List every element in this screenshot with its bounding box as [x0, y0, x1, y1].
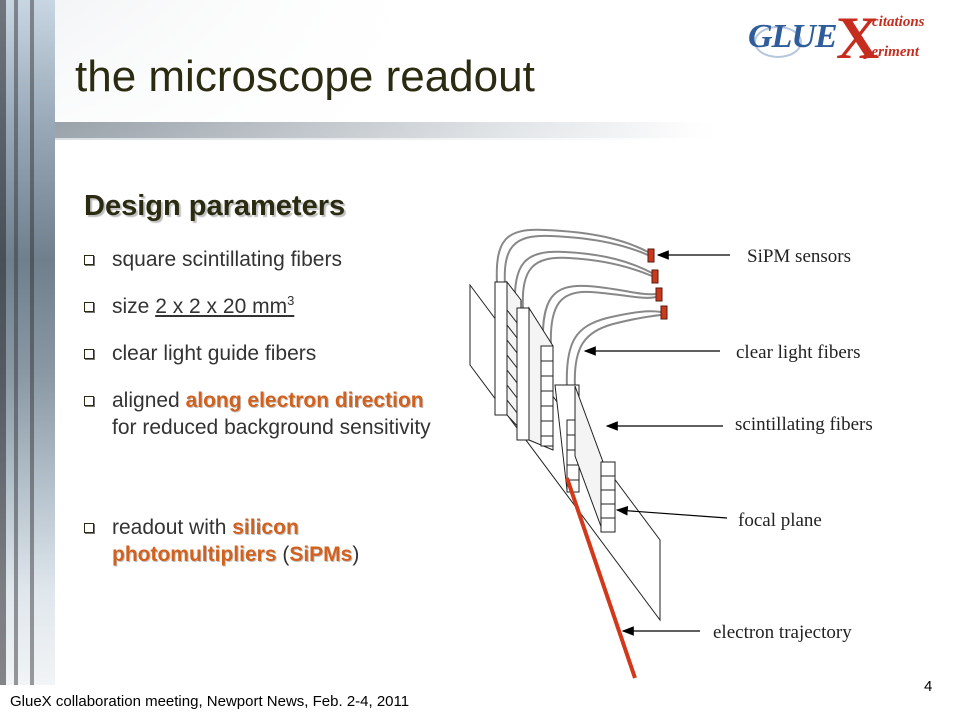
header-divider: [55, 122, 715, 138]
bullet-box-icon: [84, 523, 94, 533]
bullet-box-icon: [84, 302, 94, 312]
logo-line2: periment: [864, 44, 919, 60]
label-sipm-sensors: SiPM sensors: [747, 246, 851, 267]
microscope-diagram: SiPM sensors clear light fibers scintill…: [469, 228, 873, 679]
slide-title: the microscope readout: [75, 52, 535, 101]
bullet-item: size 2 x 2 x 20 mm3: [84, 293, 294, 320]
bullet-text: square scintillating fibers: [112, 248, 342, 271]
bullet-item: clear light guide fibers: [84, 340, 316, 367]
label-electron-trajectory: electron trajectory: [713, 622, 852, 643]
bullet-highlight: along electron direction: [185, 389, 424, 412]
bullet-text: for reduced background sensitivity: [112, 416, 431, 439]
section-heading: Design parameters: [84, 190, 346, 222]
bullet-text: ): [352, 543, 360, 566]
logo-main-text: GLUE: [748, 18, 838, 55]
bullet-item: square scintillating fibers: [84, 246, 342, 273]
bullet-highlight: silicon photomultipliers: [112, 516, 299, 566]
bullet-text: size: [112, 295, 156, 318]
bullet-text: (: [276, 543, 290, 566]
sipm-sensor-icons: [647, 248, 668, 320]
bullet-text: clear light guide fibers: [112, 342, 317, 365]
logo-line1: citations: [872, 14, 925, 30]
header-fade: [55, 0, 960, 122]
electron-trajectory-line: [565, 477, 637, 679]
bullet-box-icon: [84, 396, 94, 406]
bullet-box-icon: [84, 255, 94, 265]
logo-x-text: X: [836, 5, 880, 71]
label-clear-light-fibers: clear light fibers: [736, 342, 861, 363]
logo-ring-icon: [754, 26, 802, 58]
fiber-size-value: 2 x 2 x 20 mm3: [155, 293, 295, 318]
label-focal-plane: focal plane: [738, 510, 822, 531]
bullet-text: aligned: [112, 389, 186, 412]
bullet-item: aligned along electron direction for red…: [84, 387, 442, 441]
bullet-text: readout with: [112, 516, 233, 539]
page-number: 4: [924, 678, 933, 695]
bullet-item: readout with silicon photomultipliers (S…: [84, 514, 462, 568]
bullet-box-icon: [84, 349, 94, 359]
clear-fibers: [495, 228, 662, 389]
bullet-highlight: SiPMs: [289, 543, 353, 566]
scintillating-fibers: [494, 280, 616, 533]
footer-text: GlueX collaboration meeting, Newport New…: [10, 693, 410, 710]
gluex-logo: GLUE X citations periment: [748, 8, 943, 78]
background-photo: [0, 0, 55, 685]
label-arrows: [583, 250, 730, 636]
label-scintillating-fibers: scintillating fibers: [735, 414, 873, 435]
